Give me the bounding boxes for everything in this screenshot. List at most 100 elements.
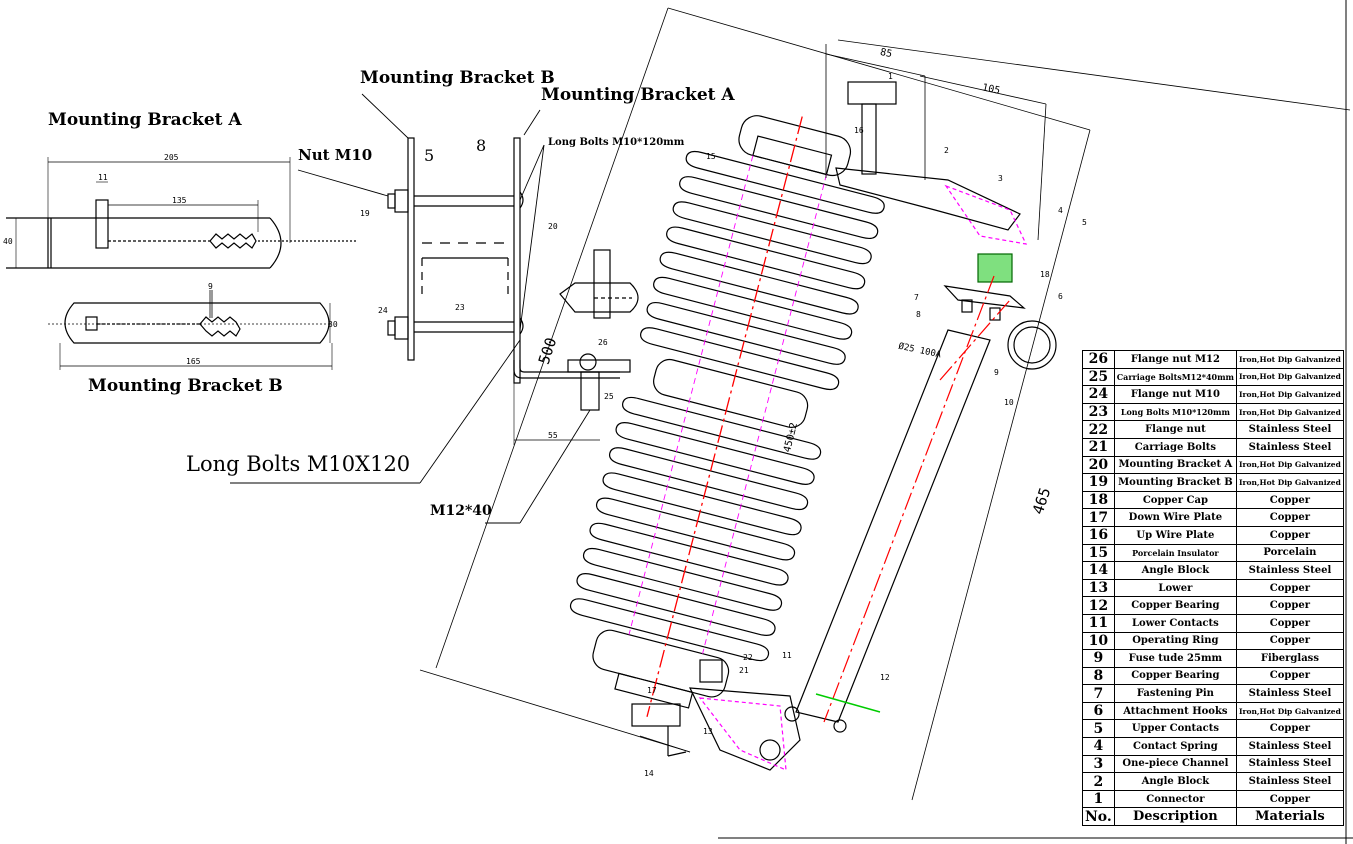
- bom-materials-cell: Fiberglass: [1236, 649, 1344, 668]
- callout-26: 26: [598, 338, 608, 347]
- bom-number-cell: 13: [1082, 578, 1115, 598]
- callout-19: 19: [360, 209, 370, 218]
- bom-number-cell: 21: [1082, 437, 1115, 457]
- callout-25: 25: [604, 392, 614, 401]
- dim-205: 205: [164, 153, 179, 162]
- dim-165: 165: [186, 357, 201, 366]
- bom-description-cell: Copper Cap: [1113, 490, 1238, 510]
- porcelain-insulator: [569, 115, 885, 717]
- callout-17: 17: [647, 686, 657, 695]
- bom-description-cell: Copper Bearing: [1113, 596, 1238, 615]
- bom-description-cell: Down Wire Plate: [1113, 508, 1238, 527]
- dim-135: 135: [172, 196, 187, 205]
- bom-number-cell: 19: [1082, 473, 1115, 492]
- callout-11: 11: [782, 651, 792, 660]
- bom-description-cell: Carriage BoltsM12*40mm: [1113, 367, 1238, 387]
- bom-description-cell: Flange nut M12: [1113, 350, 1238, 369]
- bom-number-cell: 4: [1082, 737, 1115, 756]
- bom-number-cell: 16: [1082, 525, 1115, 545]
- callout-16: 16: [854, 126, 864, 135]
- bom-materials-cell: Stainless Steel: [1236, 737, 1344, 756]
- dim-9: 9: [208, 282, 213, 291]
- bracket-b-plan-view: [48, 290, 333, 370]
- bom-number-cell: 17: [1082, 508, 1115, 527]
- bom-materials-cell: Stainless Steel: [1236, 561, 1344, 580]
- bom-number-cell: 20: [1082, 455, 1115, 475]
- bom-materials-cell: Copper: [1236, 508, 1344, 527]
- bom-materials-cell: Stainless Steel: [1236, 420, 1344, 439]
- bom-description-cell: Angle Block: [1113, 772, 1238, 791]
- bom-description-cell: Long Bolts M10*120mm: [1113, 402, 1238, 422]
- bom-description-cell: Flange nut M10: [1113, 385, 1238, 404]
- dim-5: 5: [424, 146, 435, 165]
- callout-20: 20: [548, 222, 558, 231]
- bom-description-cell: Flange nut: [1113, 420, 1238, 439]
- bom-materials-cell: Stainless Steel: [1236, 684, 1344, 703]
- bracket-a-plan-view: [6, 157, 356, 269]
- callout-12: 12: [880, 673, 890, 682]
- bom-number-cell: 8: [1082, 666, 1115, 686]
- bom-materials-cell: Iron,Hot Dip Galvanized: [1236, 701, 1344, 721]
- bom-number-cell: 12: [1082, 596, 1115, 615]
- bom-materials-cell: Stainless Steel: [1236, 772, 1344, 791]
- bom-materials-cell: Copper: [1236, 613, 1344, 633]
- bom-number-cell: 2: [1082, 772, 1115, 791]
- bom-number-cell: 25: [1082, 367, 1115, 387]
- bom-materials-cell: Iron,Hot Dip Galvanized: [1236, 402, 1344, 422]
- bom-number-cell: 15: [1082, 543, 1115, 563]
- bom-description-cell: Angle Block: [1113, 561, 1238, 580]
- bom-materials-cell: Copper: [1236, 596, 1344, 615]
- callout-13: 13: [703, 727, 713, 736]
- bom-materials-cell: Copper: [1236, 525, 1344, 545]
- callout-1: 1: [888, 72, 893, 81]
- bom-number-cell: 26: [1082, 350, 1115, 369]
- bom-description-cell: Porcelain Insulator: [1113, 543, 1238, 563]
- bom-description-cell: Lower: [1113, 578, 1238, 598]
- angle-block-detail: [559, 249, 639, 319]
- callout-4: 4: [1058, 206, 1063, 215]
- bom-materials-cell: Porcelain: [1236, 543, 1344, 563]
- bom-number-cell: 22: [1082, 420, 1115, 439]
- bom-description-cell: Fuse tude 25mm: [1113, 649, 1238, 668]
- label-long-bolts-large: Long Bolts M10X120: [186, 452, 411, 476]
- bom-description-cell: Attachment Hooks: [1113, 701, 1238, 721]
- bom-description-cell: Contact Spring: [1113, 737, 1238, 756]
- bom-materials-cell: Iron,Hot Dip Galvanized: [1236, 350, 1344, 369]
- bottom-contact-assembly: [631, 659, 881, 771]
- bom-description-cell: One-piece Channel: [1113, 754, 1238, 774]
- bom-number-cell: 6: [1082, 701, 1115, 721]
- bom-header-number: No.: [1082, 807, 1115, 827]
- bracket-side-assembly: [387, 137, 631, 445]
- callout-15: 15: [706, 152, 716, 161]
- bom-description-cell: Carriage Bolts: [1113, 437, 1238, 457]
- label-bracket-a-top: Mounting Bracket A: [541, 85, 735, 105]
- callout-7: 7: [914, 293, 919, 302]
- bom-description-cell: Operating Ring: [1113, 631, 1238, 651]
- bom-number-cell: 7: [1082, 684, 1115, 703]
- bom-description-cell: Connector: [1113, 789, 1238, 809]
- bom-materials-cell: Iron,Hot Dip Galvanized: [1236, 455, 1344, 475]
- label-bracket-b-top: Mounting Bracket B: [360, 68, 555, 88]
- label-long-bolts-small: Long Bolts M10*120mm: [548, 137, 685, 148]
